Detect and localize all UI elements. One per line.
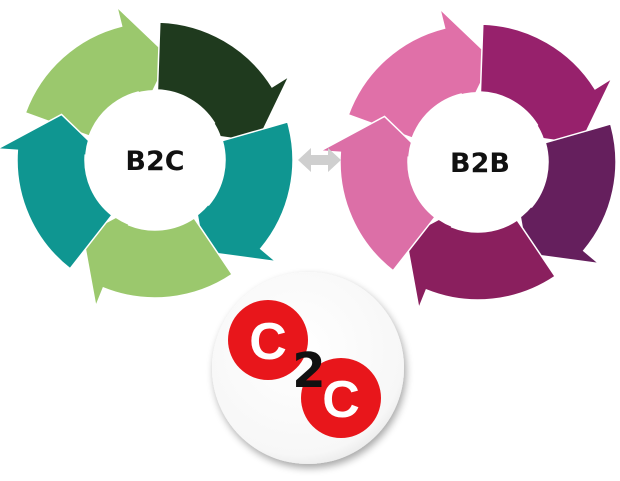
- c2c-first-letter: C: [249, 313, 287, 371]
- double-arrow-connector: [298, 148, 341, 172]
- b2c-cycle: B2C: [0, 4, 294, 310]
- double-arrow-icon: [298, 148, 341, 172]
- c2c-red-circle-2: [301, 358, 381, 438]
- b2b-ring: [317, 6, 617, 312]
- b2b-center: [408, 92, 548, 232]
- b2b-cycle: B2B: [317, 6, 617, 312]
- c2c-last-letter: C: [322, 371, 360, 429]
- c2c-middle-digit: 2: [292, 343, 325, 399]
- b2c-label: B2C: [125, 146, 184, 177]
- b2b-label: B2B: [450, 148, 510, 179]
- b2c-center: [85, 90, 225, 230]
- c2c-red-circle-1: [228, 300, 308, 380]
- c2c-badge: C C 2: [212, 272, 404, 464]
